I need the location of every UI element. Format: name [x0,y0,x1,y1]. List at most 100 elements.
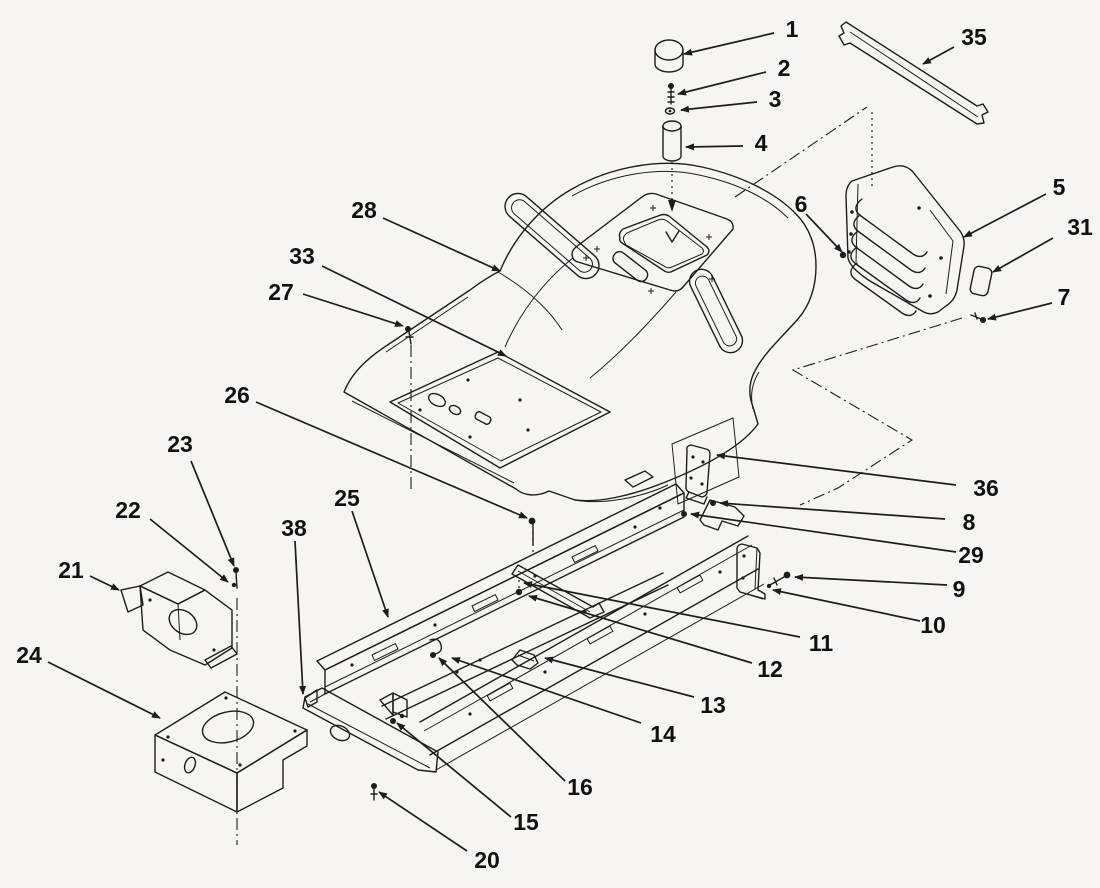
deck-slot [612,250,649,283]
cross-brace-part-12 [511,564,605,619]
part-number-26: 26 [224,382,250,408]
part-number-31: 31 [1067,214,1093,240]
washer-part-22 [231,582,237,588]
part-number-3: 3 [769,86,782,112]
leader-line-29 [690,511,957,553]
leader-line-13 [544,656,695,698]
leader-line-2 [677,71,767,96]
washer-part-3 [664,107,676,115]
leader-line-26 [255,401,528,519]
seat-hardware-stack [654,39,684,243]
part-number-27: 27 [268,279,294,305]
clip-part-13 [511,649,539,670]
part-number-36: 36 [973,475,999,501]
part-number-25: 25 [334,485,360,511]
bolt-part-9 [766,571,791,589]
bolt-part-20 [370,783,378,801]
support-bracket-part-21 [120,571,238,669]
part-number-8: 8 [963,509,976,535]
leader-line-23 [190,460,235,567]
part-number-15: 15 [513,809,539,835]
phantom-alignment-lines [236,106,963,845]
support-strip-part-35 [838,21,989,125]
part-number-5: 5 [1053,174,1066,200]
leader-line-1 [683,32,775,56]
part-number-22: 22 [115,497,141,523]
leader-line-27 [302,293,404,327]
leader-line-20 [378,791,468,852]
leader-line-36 [716,452,957,486]
seat-opening [618,213,710,273]
leader-line-14 [451,657,642,724]
part-number-10: 10 [920,612,946,638]
callouts: 1234355316728332726232221242538368299101… [16,16,1093,873]
part-number-21: 21 [58,557,84,583]
part-number-7: 7 [1058,284,1071,310]
leader-line-16 [438,657,566,782]
leader-line-10 [772,588,921,622]
bolt-part-2 [667,83,675,105]
seat-deck-alignment-mark [665,230,680,243]
part-number-4: 4 [755,130,768,156]
leader-line-15 [396,722,512,818]
leader-line-22 [149,518,229,583]
leader-line-5 [963,193,1047,238]
leader-line-3 [680,101,758,113]
part-number-33: 33 [289,243,315,269]
part-number-1: 1 [786,16,799,42]
seat-platform [571,192,734,292]
leader-line-31 [992,237,1054,273]
leader-line-4 [685,143,744,151]
leader-line-12 [528,594,753,664]
part-number-6: 6 [795,191,808,217]
leader-line-38 [294,540,307,695]
hook-bolt-part-16 [429,638,443,658]
floor-plate-part-33 [389,351,611,469]
fender-body-part-28 [343,162,817,503]
part-number-38: 38 [281,515,307,541]
leader-line-9 [794,573,948,586]
front-cross-member [302,687,439,773]
bolt-part-26 [528,517,536,546]
clip-part-29 [699,499,745,531]
deck-hole-marks [583,205,715,294]
leader-line-21 [89,575,120,591]
battery-box-part-24 [154,691,308,813]
part-number-12: 12 [757,656,783,682]
louvered-panel-part-5 [839,165,965,317]
right-wing-slot [688,268,744,354]
part-number-2: 2 [778,55,791,81]
leader-line-25 [351,510,389,618]
part-number-23: 23 [167,431,193,457]
screw-part-7 [970,312,986,323]
louvers [850,198,928,317]
part-number-28: 28 [351,197,377,223]
left-wing-slot [504,192,600,280]
bolt-part-15 [390,713,405,724]
part-number-9: 9 [953,576,966,602]
leader-line-6 [805,213,843,253]
part-number-11: 11 [809,630,834,656]
plate-part-36 [685,444,711,505]
part-number-13: 13 [700,692,726,718]
leader-line-24 [47,661,161,719]
frame-rail-left-part-25 [304,483,685,708]
bolt-part-11 [515,578,523,596]
leader-line-35 [922,46,955,65]
bolt-part-23 [231,567,239,589]
plug-part-31 [969,265,993,297]
part-number-16: 16 [567,774,593,800]
part-number-35: 35 [961,24,987,50]
leader-line-11 [523,581,801,638]
spacer-part-4 [662,120,682,162]
part-number-14: 14 [650,721,676,747]
part-number-24: 24 [16,642,42,668]
bracket-part-10 [736,543,766,600]
part-number-29: 29 [958,542,984,568]
screw-part-27 [405,326,414,345]
bolt-part-8 [710,500,716,506]
bolt-part-29-fastener [681,511,687,517]
part-number-20: 20 [474,847,500,873]
